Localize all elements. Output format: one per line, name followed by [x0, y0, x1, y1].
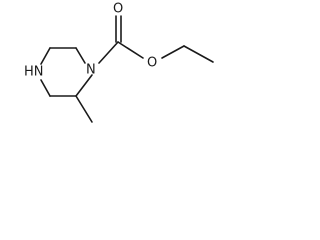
- atom-label-hn: HN: [24, 65, 44, 80]
- bond-c6-n1: [75, 47, 86, 64]
- bond-nh-c5: [40, 47, 51, 65]
- bond-n1-c2: [75, 74, 93, 97]
- bond-n1-carbonyl-c: [98, 41, 119, 64]
- atom-label-ester-o: O: [147, 56, 157, 71]
- atom-label-carbonyl-o: O: [113, 2, 123, 17]
- bond-c-ester-o: [117, 41, 144, 59]
- bond-c2-methyl: [75, 95, 93, 123]
- bond-ch2-ch3: [183, 45, 214, 63]
- bond-o-ch2: [161, 45, 185, 59]
- bond-c3-nh: [40, 79, 51, 97]
- chemical-structure: N HN O O: [24, 2, 214, 123]
- atom-label-n: N: [86, 63, 96, 78]
